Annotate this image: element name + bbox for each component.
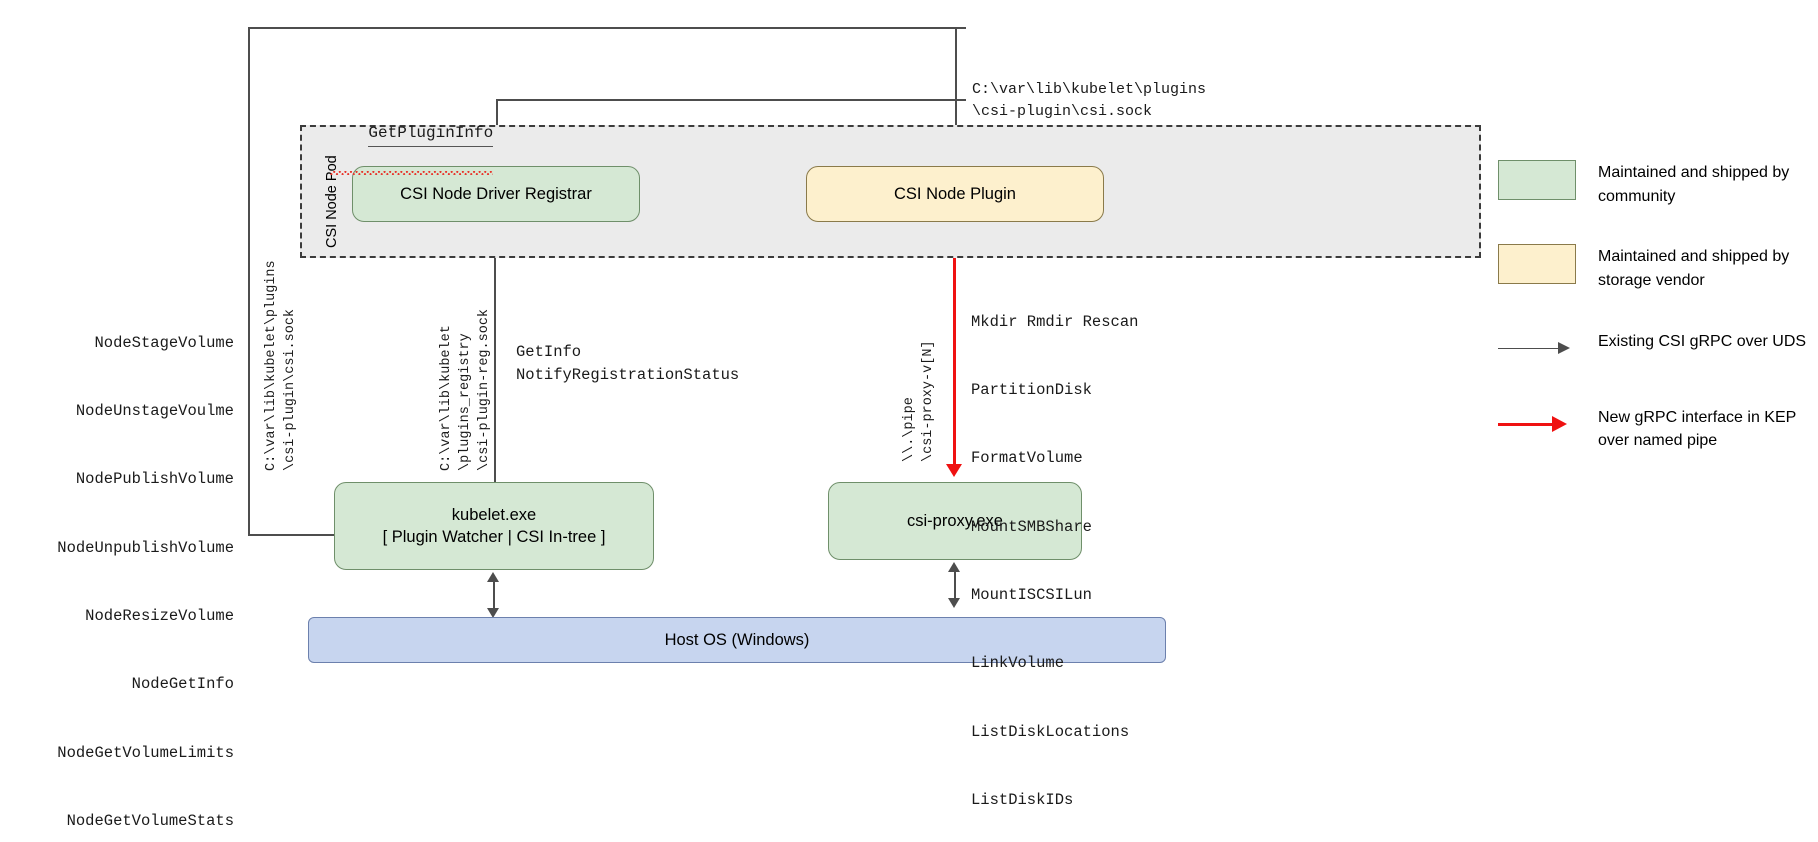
arrow-csiproxy-to-hostos-down [948, 598, 960, 608]
label-named-pipe-line1: \\.\pipe [902, 397, 917, 462]
list-item: MountSMBShare [971, 517, 1092, 536]
connector-kubelet-to-registrar-vertical-left [248, 27, 250, 535]
connector-kubelet-to-hostos [493, 582, 495, 610]
arrow-kubelet-to-hostos-down [487, 608, 499, 618]
node-kubelet-exe-sublabel: [ Plugin Watcher | CSI In-tree ] [382, 528, 606, 546]
node-kubelet-exe-label: kubelet.exe [451, 505, 537, 524]
connector-kubelet-to-registrar-horizontal-top [248, 27, 966, 29]
node-csi-node-plugin-label: CSI Node Plugin [894, 184, 1016, 203]
arrow-csiproxy-to-hostos-up [948, 562, 960, 572]
legend-arrow-grey-icon [1498, 329, 1576, 369]
list-item: NodeUnstageVoulme [75, 401, 234, 420]
legend-item-existing-grpc-label: Existing CSI gRPC over UDS [1598, 332, 1807, 350]
connector-plugin-socket-vertical [955, 27, 957, 155]
label-get-plugin-info-text: GetPluginInfo [368, 122, 494, 148]
arrow-kubelet-to-hostos-up [487, 572, 499, 582]
node-csi-proxy-exe-label: csi-proxy.exe [907, 511, 1003, 530]
csi-node-service-call-list: NodeStageVolume NodeUnstageVoulme NodePu… [16, 286, 234, 842]
label-plugin-socket-path: C:\var\lib\kubelet\plugins \csi-plugin\c… [972, 81, 1207, 121]
node-host-os[interactable]: Host OS (Windows) [308, 617, 1166, 663]
label-registry-socket-path-line2: \plugins_registry [458, 333, 473, 471]
legend-item-storage-vendor: Maintained and shipped by storage vendor [1498, 244, 1808, 292]
label-registrar-socket-path-line1: C:\var\lib\kubelet\plugins [264, 260, 279, 471]
legend-item-existing-grpc: Existing CSI gRPC over UDS [1498, 329, 1808, 369]
spellcheck-squiggle-icon [330, 171, 494, 176]
connector-plugin-to-csiproxy-red [953, 222, 956, 466]
legend-swatch-green-icon [1498, 160, 1576, 200]
label-registry-socket-path-line1: C:\var\lib\kubelet [439, 325, 454, 471]
list-item: NodeGetInfo [131, 675, 234, 694]
legend: Maintained and shipped by community Main… [1498, 160, 1808, 489]
list-item: Mkdir Rmdir Rescan [971, 312, 1139, 331]
node-csi-proxy-exe[interactable]: csi-proxy.exe [828, 482, 1082, 560]
node-csi-node-driver-registrar-label: CSI Node Driver Registrar [400, 184, 592, 203]
node-csi-node-driver-registrar[interactable]: CSI Node Driver Registrar [352, 166, 640, 222]
csi-proxy-api-call-list: Mkdir Rmdir Rescan PartitionDisk FormatV… [971, 265, 1138, 842]
node-csi-node-plugin[interactable]: CSI Node Plugin [806, 166, 1104, 222]
list-item: NodePublishVolume [75, 470, 234, 489]
list-item: PartitionDisk [971, 380, 1092, 399]
legend-item-new-grpc-label: New gRPC interface in KEP over named pip… [1598, 408, 1797, 450]
list-item: NodeResizeVolume [85, 606, 234, 625]
list-item: FormatVolume [971, 449, 1083, 468]
list-item: ListDiskLocations [971, 722, 1130, 741]
connector-csiproxy-to-hostos [954, 572, 956, 600]
connector-kubelet-to-registrar-vertical [494, 232, 496, 482]
list-item: ListDiskIDs [971, 790, 1074, 809]
legend-item-community: Maintained and shipped by community [1498, 160, 1808, 208]
legend-arrow-red-icon [1498, 405, 1576, 445]
list-item: NodeGetVolumeLimits [57, 743, 234, 762]
label-registration-calls: GetInfo NotifyRegistrationStatus [516, 343, 740, 385]
connector-kubelet-to-registrar-horizontal-bottom [248, 534, 336, 536]
node-host-os-label: Host OS (Windows) [664, 630, 810, 649]
legend-swatch-yellow-icon [1498, 244, 1576, 285]
legend-item-community-label: Maintained and shipped by community [1598, 164, 1790, 205]
connector-getplugininfo-horizontal [496, 99, 966, 101]
list-item: LinkVolume [971, 654, 1065, 673]
arrow-into-csi-proxy-red [946, 464, 962, 477]
label-registrar-socket-path-line2: \csi-plugin\csi.sock [283, 308, 298, 471]
node-kubelet-exe[interactable]: kubelet.exe [ Plugin Watcher | CSI In-tr… [334, 482, 654, 570]
list-item: NodeStageVolume [94, 333, 234, 352]
list-item: NodeUnpublishVolume [57, 538, 234, 557]
legend-item-storage-vendor-label: Maintained and shipped by storage vendor [1598, 248, 1790, 290]
label-get-plugin-info: GetPluginInfo [330, 98, 494, 222]
label-named-pipe-line2: \csi-proxy-v[N] [921, 340, 936, 462]
label-registry-socket-path-line3: \csi-plugin-reg.sock [477, 308, 492, 471]
list-item: NodeGetVolumeStats [66, 811, 234, 830]
list-item: MountISCSILun [971, 585, 1092, 604]
legend-item-new-grpc: New gRPC interface in KEP over named pip… [1498, 405, 1808, 453]
